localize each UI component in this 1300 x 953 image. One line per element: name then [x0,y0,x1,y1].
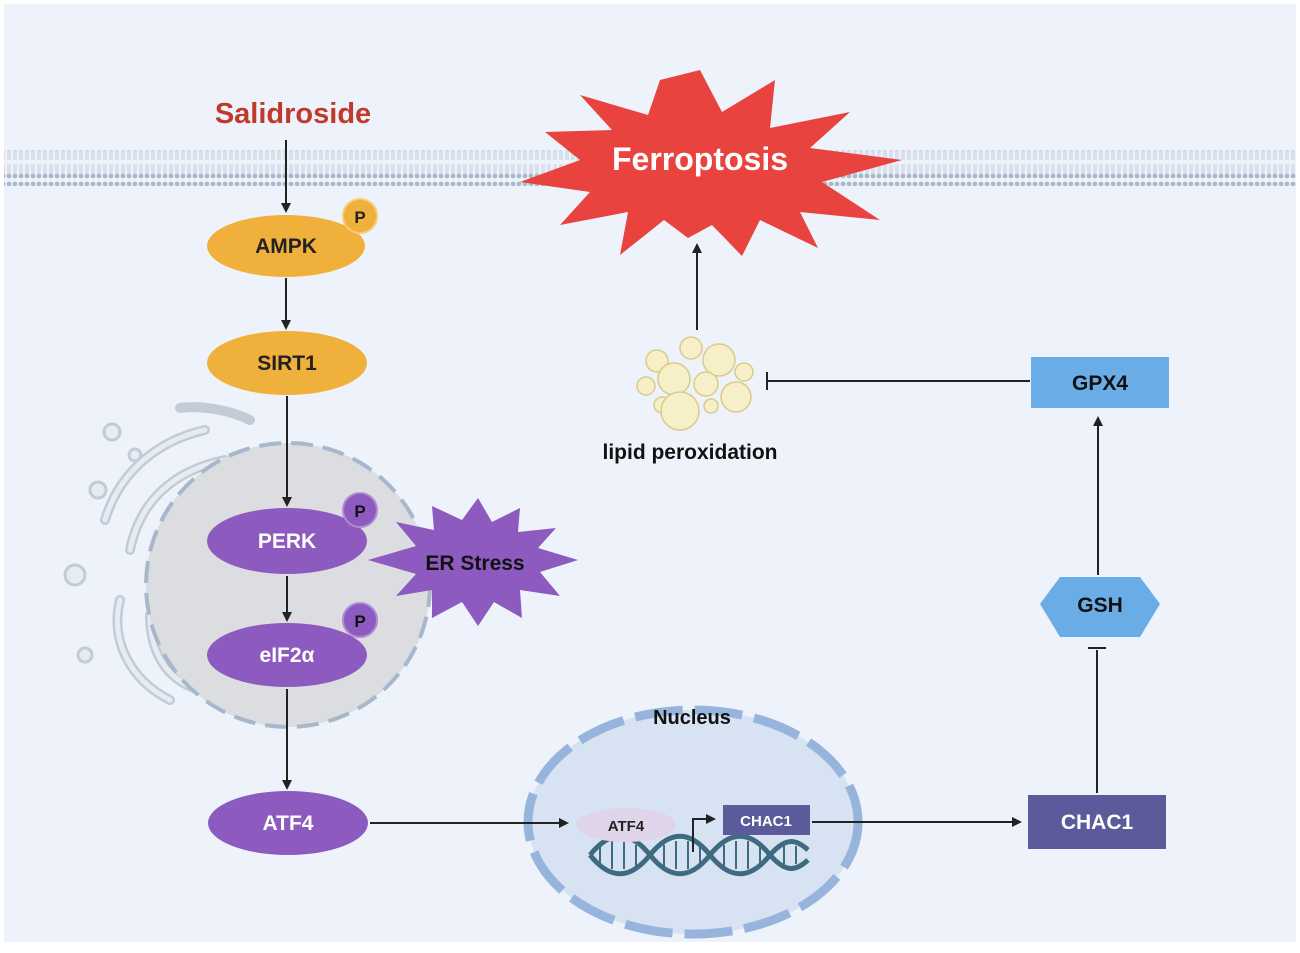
eif2a-label: eIF2α [260,644,315,667]
nucleus-atf4 [576,808,676,842]
eif2a-phospho-label: P [354,612,365,631]
nucleus-chac1-box [723,805,810,835]
chac1-node [1028,795,1166,849]
salidroside-label: Salidroside [215,98,371,130]
chac1-label: CHAC1 [1061,811,1134,834]
pathway-arrows [281,140,1106,828]
perk-label: PERK [258,530,316,553]
nucleus-label: Nucleus [653,707,731,729]
eif2a-phospho-badge [342,602,378,638]
eif2a-node [207,623,367,687]
atf4-node [208,791,368,855]
transcription-arrow [692,814,716,852]
lipid-peroxidation-label: lipid peroxidation [602,441,777,464]
ampk-phospho-badge [342,198,378,234]
ampk-node [207,215,365,277]
sirt1-node [207,331,367,395]
dna-rungs [599,841,797,869]
nucleus-atf4-label: ATF4 [608,818,645,835]
perk-phospho-badge [342,492,378,528]
gpx4-node [1031,357,1169,408]
lipid-droplets-icon [636,336,754,431]
gsh-label: GSH [1077,594,1123,617]
atf4-label: ATF4 [263,812,314,835]
ampk-phospho-label: P [354,208,365,227]
gpx4-label: GPX4 [1072,372,1128,395]
er-vesicles [63,422,143,664]
perk-node [207,508,367,574]
ferroptosis-burst [520,70,902,256]
er-stress-label: ER Stress [425,552,524,575]
er-stress-burst [368,498,578,626]
nucleus-chac1-label: CHAC1 [740,813,792,830]
ferroptosis-label: Ferroptosis [612,141,788,177]
gsh-node [1040,577,1160,637]
perk-phospho-label: P [354,502,365,521]
ampk-label: AMPK [255,235,317,258]
sirt1-label: SIRT1 [257,352,317,375]
